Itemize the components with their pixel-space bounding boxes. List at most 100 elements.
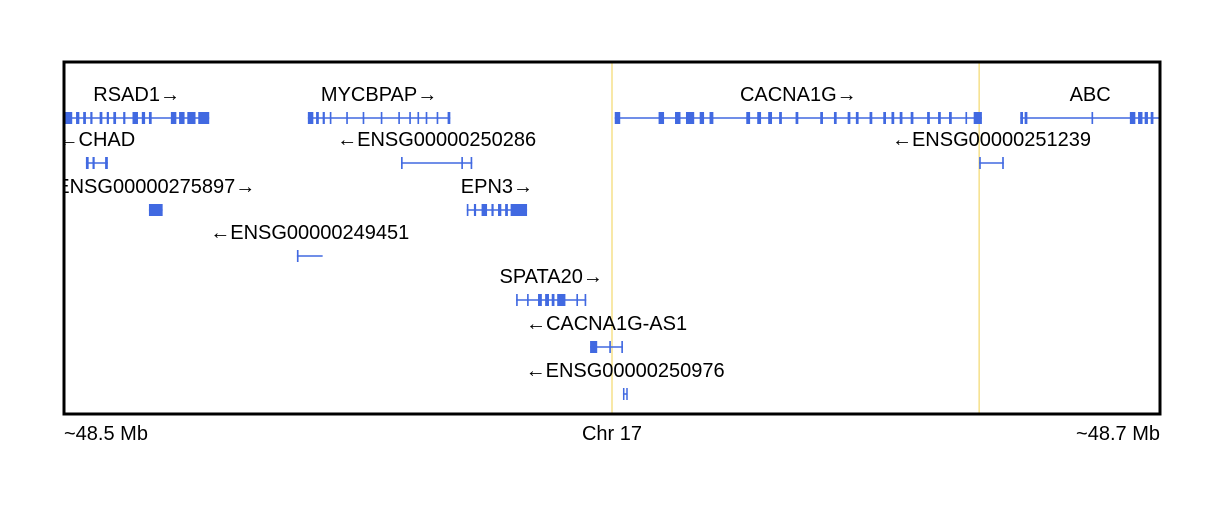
- exon-block: [927, 112, 930, 124]
- exon-block: [401, 157, 403, 169]
- gene-label: ←ENSG00000249451: [210, 222, 409, 244]
- exon-block: [847, 112, 851, 124]
- exon-block: [855, 112, 859, 124]
- gene-rsad1[interactable]: RSAD1→: [64, 84, 210, 124]
- exon-block: [491, 204, 494, 216]
- exon-block: [92, 157, 95, 169]
- exon-block: [979, 157, 981, 169]
- exon-block: [949, 112, 952, 124]
- exon-block: [99, 112, 103, 124]
- gene-label: ←ENSG00000250976: [526, 360, 725, 382]
- gene-ensg00000275897[interactable]: ENSG00000275897→: [56, 176, 255, 216]
- exon-block: [685, 112, 695, 124]
- gene-ensg00000250976[interactable]: ←ENSG00000250976: [526, 360, 725, 400]
- exon-block: [795, 112, 799, 124]
- exon-block: [329, 112, 332, 124]
- exon-block: [527, 294, 529, 306]
- gene-label: RSAD1→: [93, 84, 180, 106]
- gene-epn3[interactable]: EPN3→: [461, 176, 533, 216]
- exon-block: [123, 112, 126, 124]
- exon-block: [510, 204, 528, 216]
- gene-cacna1g[interactable]: CACNA1G→: [614, 84, 982, 124]
- chromosome-label: Chr 17: [582, 423, 642, 445]
- exon-block: [425, 112, 428, 124]
- exon-block: [584, 294, 587, 306]
- exon-block: [891, 112, 895, 124]
- exon-block: [779, 112, 782, 124]
- exon-block: [85, 157, 89, 169]
- exon-block: [436, 112, 439, 124]
- exon-block: [973, 112, 982, 124]
- exon-block: [307, 112, 314, 124]
- gene-label: ENSG00000275897→: [56, 176, 255, 198]
- gene-label: ←ENSG00000251239: [892, 129, 1091, 151]
- exon-block: [675, 112, 681, 124]
- exon-block: [1002, 157, 1004, 169]
- exon-block: [545, 294, 549, 306]
- exon-block: [709, 112, 714, 124]
- gene-label: CACNA1G→: [740, 84, 857, 106]
- exon-block: [105, 157, 108, 169]
- gene-label: ←ENSG00000250286: [337, 129, 536, 151]
- gene-layer: RSAD1→ MYCBPAP→ CACNA1G→ ABC ←CHAD ←ENSG00000…: [56, 84, 1160, 400]
- gene-label: ←CHAD: [59, 129, 136, 151]
- exon-block: [938, 112, 941, 124]
- exon-block: [498, 204, 502, 216]
- exon-block: [316, 112, 319, 124]
- exon-block: [910, 112, 914, 124]
- exon-block: [1138, 112, 1143, 124]
- exon-block: [1150, 112, 1154, 124]
- exon-block: [833, 112, 837, 124]
- exon-block: [470, 157, 473, 169]
- exon-block: [590, 341, 598, 353]
- exon-block: [461, 157, 463, 169]
- gene-label: SPATA20→: [499, 266, 602, 288]
- gene-label: ←CACNA1G-AS1: [526, 313, 687, 335]
- exon-block: [538, 294, 542, 306]
- exon-block: [179, 112, 185, 124]
- gene-ensg00000250286[interactable]: ←ENSG00000250286: [337, 129, 536, 169]
- exon-block: [106, 112, 109, 124]
- exon-block: [362, 112, 365, 124]
- exon-block: [417, 112, 420, 124]
- gene-ensg00000251239[interactable]: ←ENSG00000251239: [892, 129, 1091, 169]
- exon-block: [132, 112, 138, 124]
- exon-block: [346, 112, 348, 124]
- exon-block: [768, 112, 773, 124]
- gene-label: EPN3→: [461, 176, 533, 198]
- exon-block: [899, 112, 903, 124]
- exon-block: [621, 341, 623, 353]
- exon-block: [198, 112, 210, 124]
- exon-block: [170, 112, 177, 124]
- range-left-label: ~48.5 Mb: [64, 423, 148, 445]
- plot-frame: [62, 60, 1162, 416]
- exon-block: [869, 112, 873, 124]
- gene-ensg00000249451[interactable]: ←ENSG00000249451: [210, 222, 409, 262]
- gene-label: MYCBPAP→: [321, 84, 437, 106]
- exon-block: [1020, 112, 1023, 124]
- exon-block: [516, 294, 518, 306]
- exon-block: [1144, 112, 1148, 124]
- exon-block: [322, 112, 325, 124]
- exon-block: [447, 112, 451, 124]
- exon-block: [148, 112, 152, 124]
- exon-block: [626, 388, 628, 400]
- exon-block: [658, 112, 665, 124]
- exon-block: [148, 204, 163, 216]
- exon-block: [609, 341, 611, 353]
- exon-block: [466, 204, 469, 216]
- exon-block: [1129, 112, 1136, 124]
- exon-block: [113, 112, 117, 124]
- exon-block: [622, 388, 625, 400]
- gene-cacna1g-as1[interactable]: ←CACNA1G-AS1: [526, 313, 687, 353]
- exon-block: [90, 112, 93, 124]
- gene-mycbpap[interactable]: MYCBPAP→: [307, 84, 451, 124]
- exon-block: [296, 250, 299, 262]
- exon-block: [141, 112, 146, 124]
- exon-block: [64, 112, 73, 124]
- gene-abc[interactable]: ABC: [1020, 84, 1160, 124]
- gene-spata20[interactable]: SPATA20→: [499, 266, 603, 306]
- exon-block: [757, 112, 762, 124]
- gene-chad[interactable]: ←CHAD: [59, 129, 136, 169]
